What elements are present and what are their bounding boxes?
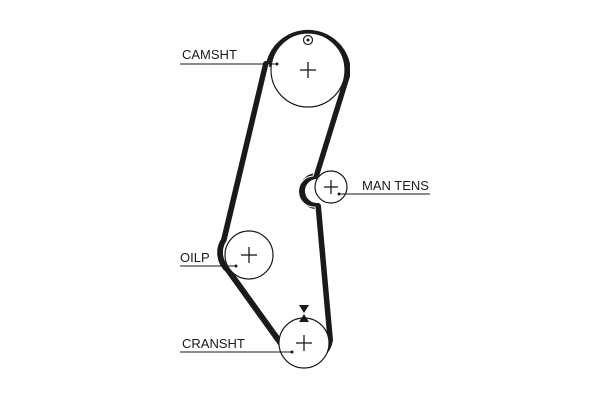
- crankshaft-label: CRANSHT: [182, 336, 245, 351]
- tensioner-label: MAN TENS: [362, 178, 429, 193]
- tensioner-pulley: [314, 170, 348, 204]
- crankshaft-pulley: [278, 317, 330, 369]
- double-triangle-icon: [299, 305, 309, 322]
- oil-pump-label: OILP: [180, 250, 210, 265]
- oil-pump-pulley: [224, 230, 274, 280]
- camshaft-label: CAMSHT: [182, 47, 237, 62]
- circle-dot-icon: [302, 34, 314, 46]
- camshaft-pulley: [270, 32, 346, 108]
